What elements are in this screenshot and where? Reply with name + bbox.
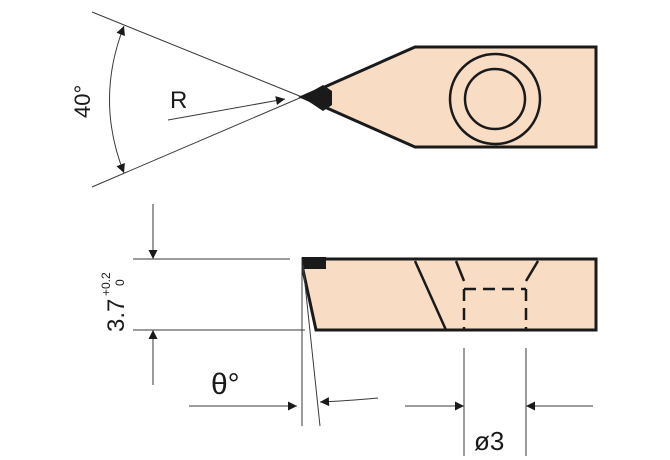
countersink-right (524, 260, 540, 282)
cutting-tip-top (302, 85, 332, 111)
thickness-dimension-label: 3.7 +0.2 0 (99, 272, 130, 332)
chip-breaker-line (413, 260, 448, 331)
tolerance-upper: +0.2 (99, 272, 113, 296)
angle-extension-lower (91, 96, 303, 188)
screw-hole-inner-ring (463, 67, 527, 131)
diameter-label: ø3 (474, 426, 504, 456)
radius-label: R (170, 87, 187, 114)
thickness-value: 3.7 (103, 299, 130, 332)
top-view: 40° R (70, 11, 598, 188)
theta-label: θ° (211, 368, 240, 401)
clearance-reference-inclined (302, 264, 321, 427)
theta-arrow-right (319, 397, 379, 407)
side-view: 3.7 +0.2 0 θ° ø3 (99, 204, 598, 456)
angle-40-label: 40° (70, 85, 95, 118)
screw-hole-outer-ring (448, 52, 542, 146)
tolerance-lower: 0 (113, 279, 127, 286)
countersink-left (454, 260, 466, 282)
insert-side-body (301, 257, 598, 332)
angle-extension-upper (91, 11, 303, 98)
radius-leader (167, 96, 286, 121)
angle-40-arc (109, 25, 125, 174)
cutting-tip-side (302, 257, 326, 269)
